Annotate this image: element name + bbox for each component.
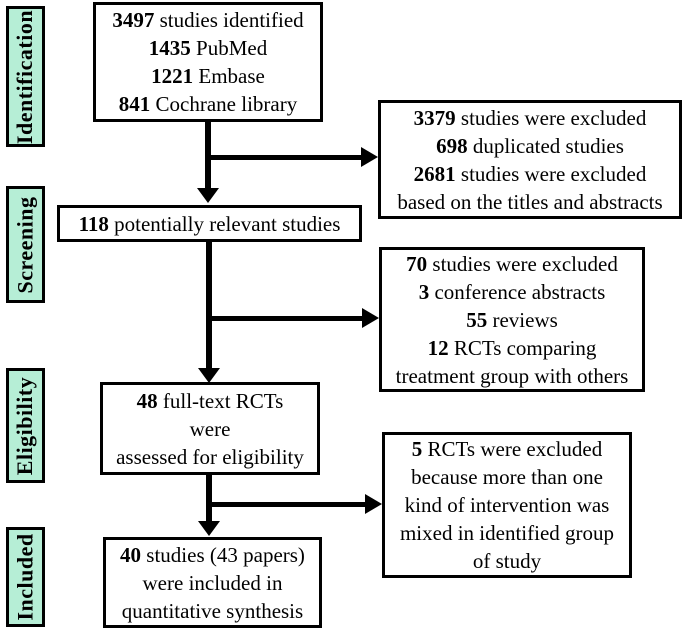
text-line: 40 studies (43 papers) (120, 542, 305, 567)
text-line: 841 Cochrane library (118, 92, 298, 116)
text-line: 5 RCTs were excluded (411, 437, 603, 461)
box-excluded-duplicates-titles: 3379 studies were excluded 698 duplicate… (378, 100, 682, 219)
stage-label-screening-text: Screening (12, 196, 38, 293)
text-line: 698 duplicated studies (436, 133, 624, 158)
stage-label-eligibility-text: Eligibility (12, 376, 38, 475)
text-line: 3 conference abstracts (418, 279, 606, 304)
text-line: 3497 studies identified (112, 8, 304, 32)
arrow-screened-to-fulltext-head-icon (198, 368, 220, 383)
arrow-to-excluded-duplicates-head-icon (361, 147, 378, 167)
text-line: mixed in identified group (399, 521, 615, 545)
arrow-screened-to-fulltext-line (206, 242, 212, 370)
stage-label-included: Included (6, 527, 45, 627)
stage-label-screening: Screening (6, 186, 45, 303)
text-line: based on the titles and abstracts (397, 189, 663, 214)
stage-label-identification: Identification (6, 6, 45, 147)
box-potentially-relevant: 118 potentially relevant studies (57, 205, 362, 242)
arrow-identified-to-screened-head-icon (197, 188, 219, 203)
text-line: were included in (142, 570, 283, 595)
text-line: quantitative synthesis (121, 598, 304, 623)
text-line: 12 RCTs comparing (427, 335, 597, 360)
text-line: 55 reviews (466, 307, 558, 332)
arrow-to-excluded-eligibility-head-icon (365, 494, 382, 514)
box-studies-identified: 3497 studies identified 1435 PubMed 1221… (93, 2, 323, 122)
text-line: of study (472, 549, 542, 573)
arrow-to-excluded-eligibility-line (209, 502, 365, 507)
text-line: treatment group with others (395, 363, 629, 388)
text-line: 70 studies were excluded (406, 251, 618, 276)
text-line: were (189, 416, 231, 441)
text-line: 48 full-text RCTs (136, 388, 284, 413)
box-excluded-eligibility: 5 RCTs were excluded because more than o… (382, 432, 632, 578)
text-line: 3379 studies were excluded (413, 105, 647, 130)
box-fulltext-assessed: 48 full-text RCTs were assessed for elig… (100, 382, 320, 475)
text-line: because more than one (411, 465, 603, 489)
box-included-synthesis: 40 studies (43 papers) were included in … (103, 537, 322, 628)
stage-label-identification-text: Identification (12, 9, 38, 144)
text-line: 1221 Embase (151, 64, 265, 88)
arrow-to-excluded-screening-head-icon (362, 308, 379, 328)
text-line: 118 potentially relevant studies (78, 211, 341, 236)
box-excluded-screening: 70 studies were excluded 3 conference ab… (379, 247, 645, 392)
text-line: assessed for eligibility (116, 444, 304, 469)
stage-label-eligibility: Eligibility (6, 368, 45, 483)
arrow-fulltext-to-included-head-icon (198, 521, 220, 536)
arrow-fulltext-to-included-line (206, 475, 212, 523)
text-line: kind of intervention was (404, 493, 610, 517)
arrow-to-excluded-screening-line (209, 316, 362, 321)
text-line: 2681 studies were excluded (413, 161, 647, 186)
arrow-to-excluded-duplicates-line (208, 155, 362, 160)
text-line: 1435 PubMed (148, 36, 268, 60)
stage-label-included-text: Included (12, 533, 38, 621)
